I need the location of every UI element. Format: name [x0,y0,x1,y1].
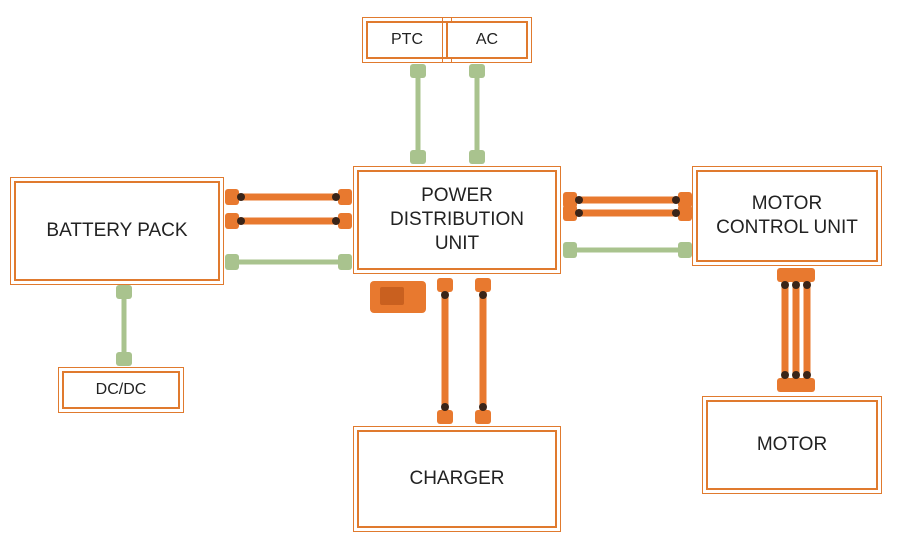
ac-cable [469,64,485,164]
battery-hv-cable-1 [225,189,352,205]
ptc-cable [410,64,426,164]
charger-hv-cable-1 [437,278,453,424]
motor-block: MOTOR [702,396,882,494]
ptc-label: PTC [391,31,423,48]
charger-block: CHARGER [353,426,561,532]
charger-hv-cable-2 [475,278,491,424]
pdu-label: POWER DISTRIBUTION UNIT [389,185,525,254]
motor-control-unit-block: MOTOR CONTROL UNIT [692,166,882,266]
charger-label: CHARGER [409,468,505,490]
fuse-block-icon [370,281,426,313]
battery-hv-cable-2 [225,213,352,229]
dcdc-cable [116,285,132,366]
mcu-lv-cable [563,242,692,258]
mcu-hv-cable-1 [563,192,692,208]
ptc-block: PTC [362,17,452,63]
motor-phase-cable-2 [788,268,804,392]
battery-lv-cable [225,254,352,270]
motor-phase-cable-1 [777,268,793,392]
ac-block: AC [442,17,532,63]
dc-dc-label: DC/DC [95,381,147,398]
motor-phase-cable-3 [799,268,815,392]
battery-pack-block: BATTERY PACK [10,177,224,285]
motor-control-unit-label: MOTOR CONTROL UNIT [716,193,858,238]
battery-pack-label: BATTERY PACK [46,220,188,242]
dc-dc-block: DC/DC [58,367,184,413]
mcu-hv-cable-2 [563,205,692,221]
power-distribution-unit-block: POWER DISTRIBUTION UNIT [353,166,561,274]
ac-label: AC [475,31,499,48]
motor-label: MOTOR [756,434,828,456]
